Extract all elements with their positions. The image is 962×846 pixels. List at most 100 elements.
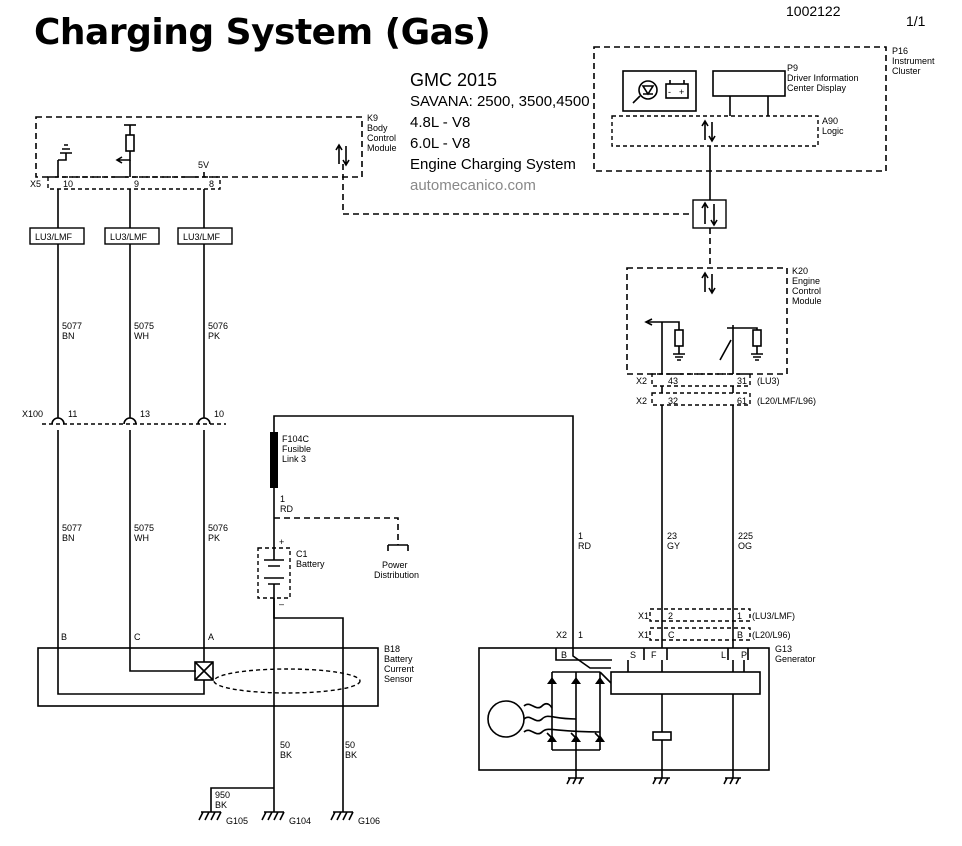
svg-text:X100: X100 [22, 409, 43, 419]
svg-text:C: C [134, 632, 141, 642]
svg-text:8: 8 [209, 179, 214, 189]
data-arrow-icon [701, 119, 716, 143]
ground-g104: G104 [261, 808, 311, 826]
svg-text:K20: K20 [792, 266, 808, 276]
k9-line3: Module [367, 143, 397, 153]
svg-text:10: 10 [214, 409, 224, 419]
svg-text:G105: G105 [226, 816, 248, 826]
svg-text:Control: Control [792, 286, 821, 296]
svg-text:(LU3): (LU3) [757, 376, 780, 386]
generator-grounds [566, 770, 741, 785]
k9-ground-icon [58, 144, 72, 161]
svg-text:-: - [668, 87, 671, 97]
svg-text:1: 1 [737, 611, 742, 621]
svg-text:–: – [279, 599, 284, 609]
engine-line-1: 4.8L - V8 [410, 114, 471, 131]
splice-pack-icon [692, 199, 727, 229]
svg-text:A: A [208, 632, 214, 642]
svg-text:F: F [651, 650, 657, 660]
k9-5v-label: 5V [198, 160, 209, 170]
wire-23gy-num: 23 [667, 531, 677, 541]
b18-line3: Sensor [384, 674, 413, 684]
wire-50bk-a-num: 50 [280, 740, 290, 750]
svg-text:13: 13 [140, 409, 150, 419]
k9-line1: Body [367, 123, 388, 133]
page-number: 1/1 [906, 13, 926, 29]
svg-text:Module: Module [792, 296, 822, 306]
fusible-link: F104C Fusible Link 3 [270, 432, 311, 488]
svg-text:F104C: F104C [282, 434, 310, 444]
svg-text:WH: WH [134, 331, 149, 341]
wire-50bk-a-color: BK [280, 750, 292, 760]
svg-text:B: B [737, 630, 743, 640]
svg-text:5077: 5077 [62, 523, 82, 533]
svg-text:5075: 5075 [134, 321, 154, 331]
connector-k20-x2: X2 X2 43 31 (LU3) 32 61 (L20/LMF/L96) [636, 373, 816, 406]
svg-text:1: 1 [578, 630, 583, 640]
k9-data-arrow-icon [335, 143, 350, 167]
svg-text:(LU3/LMF): (LU3/LMF) [752, 611, 795, 621]
battery-negative-wires [273, 598, 344, 808]
svg-text:5076: 5076 [208, 321, 228, 331]
svg-text:5077: 5077 [62, 321, 82, 331]
power-dist-line1: Power [382, 560, 408, 570]
svg-text:B: B [561, 650, 567, 660]
svg-text:5076: 5076 [208, 523, 228, 533]
battery-c1: + – C1 Battery [257, 537, 325, 609]
svg-text:C: C [668, 630, 675, 640]
ground-g105: G105 [198, 808, 248, 826]
model-line: SAVANA: 2500, 3500,4500 [410, 93, 590, 110]
svg-text:Battery: Battery [296, 559, 325, 569]
engine-line-2: 6.0L - V8 [410, 135, 471, 152]
sensor-element-icon [194, 661, 214, 681]
b18-code: B18 [384, 644, 400, 654]
connector-x100: X100 11 13 10 [22, 409, 226, 425]
ground-g106: G106 [330, 808, 380, 826]
site-watermark: automecanico.com [410, 177, 536, 194]
svg-text:P: P [741, 650, 747, 660]
b18-line2: Current [384, 664, 415, 674]
svg-text:X1: X1 [638, 630, 649, 640]
svg-text:BN: BN [62, 331, 75, 341]
rotor-icon [487, 700, 525, 738]
connector-g13-x1: X1 X1 2 1 (LU3/LMF) C B (L20/L96) X2 1 [556, 608, 795, 641]
k9-line2: Control [367, 133, 396, 143]
document-id: 1002122 [786, 3, 841, 19]
p16-line1: Instrument [892, 56, 935, 66]
a90-code: A90 [822, 116, 838, 126]
engine-control-module: K20 Engine Control Module [626, 266, 822, 375]
wire-225og-color: OG [738, 541, 752, 551]
vehicle-info: GMC 2015 SAVANA: 2500, 3500,4500 4.8L - … [410, 70, 590, 196]
sensing-loop [213, 668, 361, 694]
svg-text:31: 31 [737, 376, 747, 386]
svg-text:(L20/LMF/L96): (L20/LMF/L96) [757, 396, 816, 406]
indicator-lamp-icon [632, 80, 658, 104]
body-control-module: K9 Body Control Module 5V [35, 113, 397, 178]
svg-text:+: + [279, 537, 284, 547]
svg-text:10: 10 [63, 179, 73, 189]
svg-text:32: 32 [668, 396, 678, 406]
svg-text:X2: X2 [556, 630, 567, 640]
svg-text:61: 61 [737, 396, 747, 406]
svg-text:Fusible: Fusible [282, 444, 311, 454]
p9-line2: Center Display [787, 83, 847, 93]
wire-50bk-b-num: 50 [345, 740, 355, 750]
svg-text:X2: X2 [636, 376, 647, 386]
svg-text:PK: PK [208, 533, 220, 543]
make-year: GMC 2015 [410, 70, 498, 90]
svg-text:LU3/LMF: LU3/LMF [35, 232, 73, 242]
k9-wires-upper [57, 189, 205, 228]
svg-text:L: L [721, 650, 726, 660]
svg-text:LU3/LMF: LU3/LMF [110, 232, 148, 242]
svg-text:Link 3: Link 3 [282, 454, 306, 464]
svg-text:G13: G13 [775, 644, 792, 654]
svg-text:2: 2 [668, 611, 673, 621]
page-title: Charging System (Gas) [34, 12, 491, 53]
system-line: Engine Charging System [410, 156, 576, 173]
svg-text:43: 43 [668, 376, 678, 386]
power-distribution-icon [387, 544, 409, 551]
instrument-cluster: P16 Instrument Cluster -+ P9 Driver Info… [593, 46, 935, 172]
wire-1rd-gen-num: 1 [578, 531, 583, 541]
charge-indicator-box [622, 70, 697, 112]
wire-1rd-top-color: RD [280, 504, 293, 514]
